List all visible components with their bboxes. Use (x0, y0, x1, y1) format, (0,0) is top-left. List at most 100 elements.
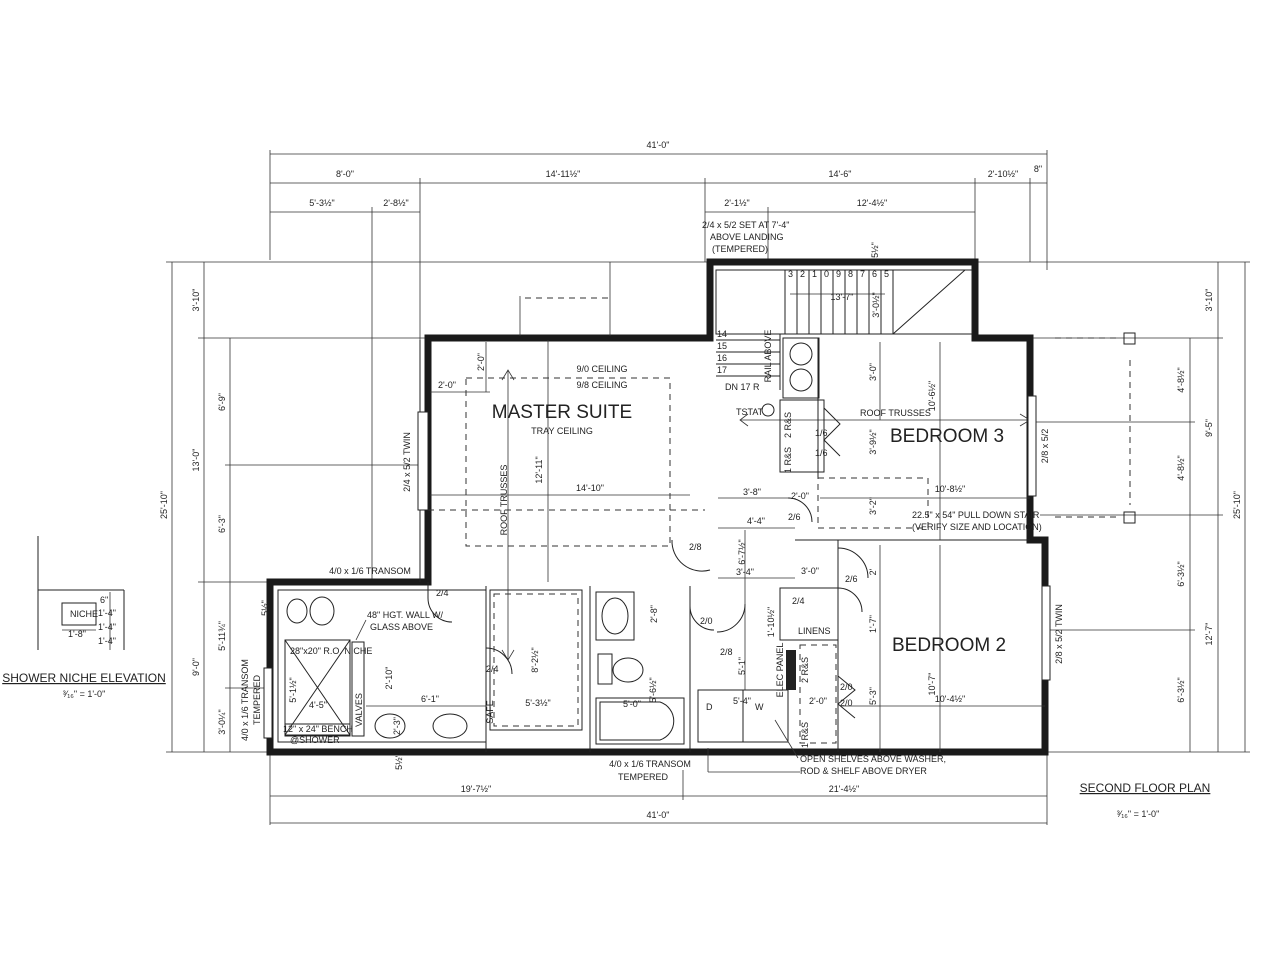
hall-window-note-2: ABOVE LANDING (710, 232, 784, 242)
dim-right-g: 6'-3½" (1176, 677, 1186, 702)
tray-ceiling-label: TRAY CEILING (531, 426, 593, 436)
niche-label: NICHE (70, 609, 98, 619)
dim-top-d: 2'-10½" (988, 169, 1018, 179)
dim-hallbath-c: 5'-6½" (648, 677, 658, 702)
dim-b2-c: 10'-7" (927, 673, 937, 696)
hall: TSTAT 3'-8" 2'-0" 4'-4" 6'-7½" 3'-4" 3'-… (718, 399, 1031, 719)
dim-right-e: 4'-8½" (1176, 455, 1186, 480)
pulldown-note-2: (VERIFY SIZE AND LOCATION) (912, 522, 1042, 532)
valves-label: VALVES (354, 693, 364, 727)
dim-b2-a: 2' (868, 568, 878, 575)
dim-hall-b: 2'-0" (791, 491, 809, 501)
dim-left-d: 6'-9" (217, 393, 227, 411)
master-suite: MASTER SUITE TRAY CEILING 9/0 CEILING 9/… (329, 340, 705, 661)
dim-hall-d: 6'-7½" (737, 539, 747, 564)
dim-laundry-b: 5'-4" (733, 696, 751, 706)
dim-left-f: 5'-11¾" (217, 621, 227, 651)
dim-laundry-a: 5'-1" (737, 657, 747, 675)
closet-rs2-label: 1 R&S (800, 722, 810, 748)
dim-top-a: 8'-0" (336, 169, 354, 179)
dim-bottom-b: 21'-4½" (829, 784, 859, 794)
dim-shower-b: 4'-5" (309, 700, 327, 710)
hall-window-note-1: 2/4 x 5/2 SET AT 7'-4" (702, 220, 789, 230)
dim-bottom-a: 19'-7½" (461, 784, 491, 794)
niche-dim-h1: 1'-4" (98, 608, 116, 618)
dim-top-h: 2'-1½" (724, 198, 749, 208)
door-label-2-6-b: 2/6 (845, 574, 858, 584)
bedroom-3: BEDROOM 3 ROOF TRUSSES 3'-0" 10'-6½" 3'-… (795, 338, 1050, 541)
stair-top-num-5: 8 (848, 269, 853, 279)
dim-b2-b: 1'-7" (868, 615, 878, 633)
transom-top-label: 4/0 x 1/6 TRANSOM (329, 566, 411, 576)
hall-bath: 2'-8" 5'-0" 5'-6½" 2/0 2/8 2/8 D W 5'-1"… (595, 539, 946, 782)
stair-top-num-1: 2 (800, 269, 805, 279)
bottom-dimensions: 19'-7½" 21'-4½" 41'-0" (269, 755, 1048, 825)
dim-shower-d: 6'-1" (421, 694, 439, 704)
door-label-2-0-a: 2/0 (700, 616, 713, 626)
dim-b3-a: 3'-0" (868, 363, 878, 381)
ceiling-90-label: 9/0 CEILING (576, 364, 627, 374)
dim-bath-b: 5'-3½" (525, 698, 550, 708)
niche-width-dim: 1'-8" (68, 629, 86, 639)
dim-left-a: 3'-10" (191, 289, 201, 312)
stair-num-17: 17 (717, 365, 727, 375)
stair: 14 15 16 17 3 2 1 0 9 8 7 6 5 13'-7" 3'-… (715, 242, 973, 399)
dim-right-a: 3'-10" (1204, 289, 1214, 312)
wall-48-note-2: GLASS ABOVE (370, 622, 433, 632)
dim-s2: 5½" (260, 600, 270, 616)
dim-s3: 5½" (394, 754, 404, 770)
closet-b3-rs: 2 R&S (783, 412, 793, 438)
dim-top-i: 12'-4½" (857, 198, 887, 208)
door-label-1-6-a: 1/6 (815, 428, 828, 438)
master-window-label: 2/4 x 5/2 TWIN (402, 432, 412, 492)
transom-side-2: TEMPERED (252, 675, 262, 726)
door-label-2-0-c: 2/0 (840, 698, 853, 708)
elec-panel-label: ELEC PANEL (775, 643, 785, 698)
stair-top-num-7: 6 (872, 269, 877, 279)
room-bedroom-2: BEDROOM 2 (892, 635, 1006, 656)
bench-note-2: @SHOWER (290, 735, 340, 745)
closet-rs-label: 2 R&S (800, 657, 810, 683)
dim-top-f: 5'-3½" (309, 198, 334, 208)
dim-top-b: 14'-11½" (546, 169, 581, 179)
door-label-2-4-b: 2/4 (486, 664, 499, 674)
hall-window-note-3: (TEMPERED) (712, 244, 768, 254)
stair-top-num-2: 1 (812, 269, 817, 279)
dim-b2-e: 5'-3" (868, 687, 878, 705)
pulldown-note-1: 22.5" x 54" PULL DOWN STAIR (912, 510, 1040, 520)
niche-dim-h4: 6" (100, 595, 108, 605)
dim-stair-s1: 5½" (870, 242, 880, 258)
wall-48-note-1: 48" HGT. WALL W/ (367, 610, 444, 620)
door-label-2-8-a: 2/8 (689, 542, 702, 552)
plan-title-block: SECOND FLOOR PLAN ³⁄₁₆" = 1'-0" (1080, 781, 1211, 819)
rail-note: RAIL ABOVE (763, 330, 773, 383)
dim-hall-e: 3'-4" (736, 567, 754, 577)
dim-top-total: 41'-0" (647, 140, 670, 150)
dim-left-total: 25'-10" (159, 491, 169, 519)
roof-trusses-b3: ROOF TRUSSES (860, 408, 931, 418)
stair-num-15: 15 (717, 341, 727, 351)
dim-hallbath-b: 5'-0" (623, 699, 641, 709)
dim-shower-e: 2'-3" (392, 717, 402, 735)
master-bath: 8'-2½" 5'-3½" SAFE 2/4 2/4 28"x20" R.O. … (240, 582, 591, 770)
stair-top-num-4: 9 (836, 269, 841, 279)
niche-ro-label: 28"x20" R.O. NICHE (290, 646, 372, 656)
dim-top-e: 8" (1034, 164, 1042, 174)
dim-top-c: 14'-6" (829, 169, 852, 179)
shower-niche-elevation: NICHE 1'-8" 6" 1'-4" 1'-4" 1'-4" SHOWER … (2, 536, 166, 699)
niche-dim-h3: 1'-4" (98, 636, 116, 646)
roof-trusses-label: ROOF TRUSSES (499, 465, 509, 536)
dim-left-g: 3'-0¼" (217, 709, 227, 734)
door-label-2-4-a: 2/4 (436, 588, 449, 598)
dim-top-g: 2'-8½" (383, 198, 408, 208)
washer-label: W (755, 702, 764, 712)
bench-note-1: 12" x 24" BENCH (283, 724, 353, 734)
transom-bottom-2: TEMPERED (618, 772, 669, 782)
door-label-2-4-c: 2/4 (792, 596, 805, 606)
stair-top-num-6: 7 (860, 269, 865, 279)
door-label-1-6-b: 1/6 (815, 448, 828, 458)
dim-right-f: 6'-3½" (1176, 561, 1186, 586)
tstat-label: TSTAT (736, 407, 764, 417)
door-label-2-0-b: 2/0 (840, 682, 853, 692)
safe-label: SAFE (485, 700, 495, 724)
